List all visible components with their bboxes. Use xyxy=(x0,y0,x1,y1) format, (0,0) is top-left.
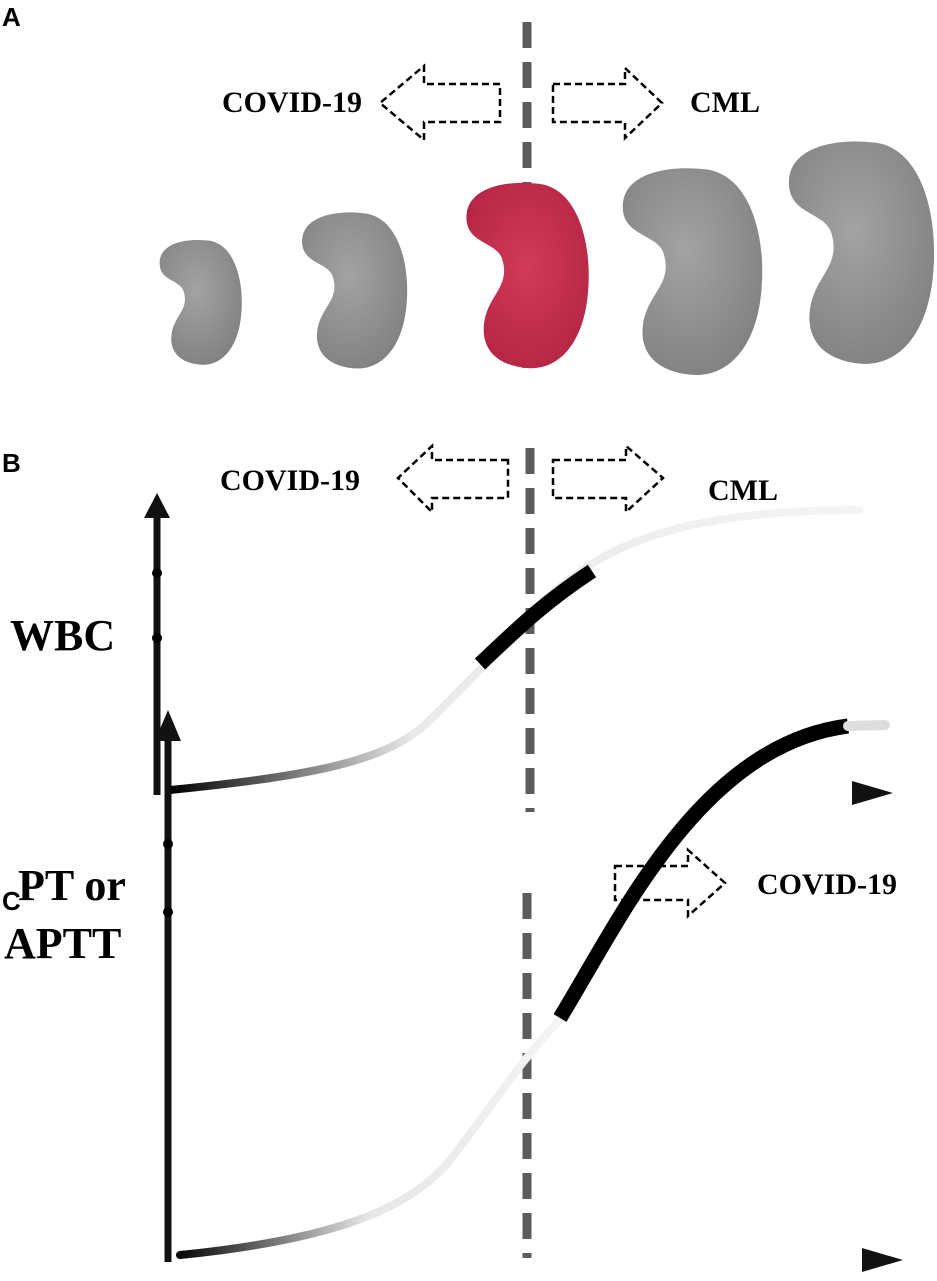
spleen-2 xyxy=(302,212,408,369)
panel-a: A COVID-19 CML xyxy=(2,2,935,382)
panel-b-right-arrow-label: CML xyxy=(708,474,778,507)
panel-c-y-tick-1 xyxy=(163,839,173,849)
panel-a-right-arrow xyxy=(551,65,664,141)
spleen-4 xyxy=(622,168,763,375)
panel-c-curve-tail xyxy=(843,720,890,731)
panel-b-x-axis-arrowhead xyxy=(852,781,893,805)
panel-b-left-arrow xyxy=(396,443,510,516)
spleen-5 xyxy=(788,141,935,364)
panel-c-y-label-line1: PT or xyxy=(18,861,126,910)
panel-c-right-arrow xyxy=(613,847,727,919)
panel-a-left-arrow-label: COVID-19 xyxy=(222,86,362,119)
panel-c-y-tick-2 xyxy=(163,907,173,917)
panel-b-y-label: WBC xyxy=(10,611,115,660)
panel-c-letter: C xyxy=(2,886,21,916)
panel-b-y-axis-arrowhead xyxy=(144,493,170,518)
panel-c-y-axis-arrowhead xyxy=(155,710,181,741)
panel-c-curve-highlight xyxy=(553,718,849,1022)
panel-c-right-arrow-label: COVID-19 xyxy=(757,868,897,901)
panel-b-right-arrow xyxy=(551,443,665,515)
panel-b-curve-highlight xyxy=(474,564,597,670)
spleen-highlighted xyxy=(466,182,589,369)
panel-b-y-tick-1 xyxy=(152,568,162,578)
panel-c-curve xyxy=(176,1016,564,1259)
panel-b-left-arrow-label: COVID-19 xyxy=(220,464,360,497)
panel-b-letter: B xyxy=(2,448,21,478)
panel-b: B COVID-19 CML WBC xyxy=(2,443,893,812)
panel-c: C COVID-19 PT or APTT xyxy=(2,710,903,1272)
panel-a-left-arrow xyxy=(378,63,502,143)
panel-b-y-tick-2 xyxy=(152,633,162,643)
panel-a-letter: A xyxy=(2,2,21,32)
panel-a-right-arrow-label: CML xyxy=(690,86,760,119)
panel-b-curve xyxy=(166,506,864,794)
spleen-1 xyxy=(159,239,242,365)
panel-c-x-axis-arrowhead xyxy=(862,1248,903,1272)
panel-c-y-label-line2: APTT xyxy=(4,919,121,968)
